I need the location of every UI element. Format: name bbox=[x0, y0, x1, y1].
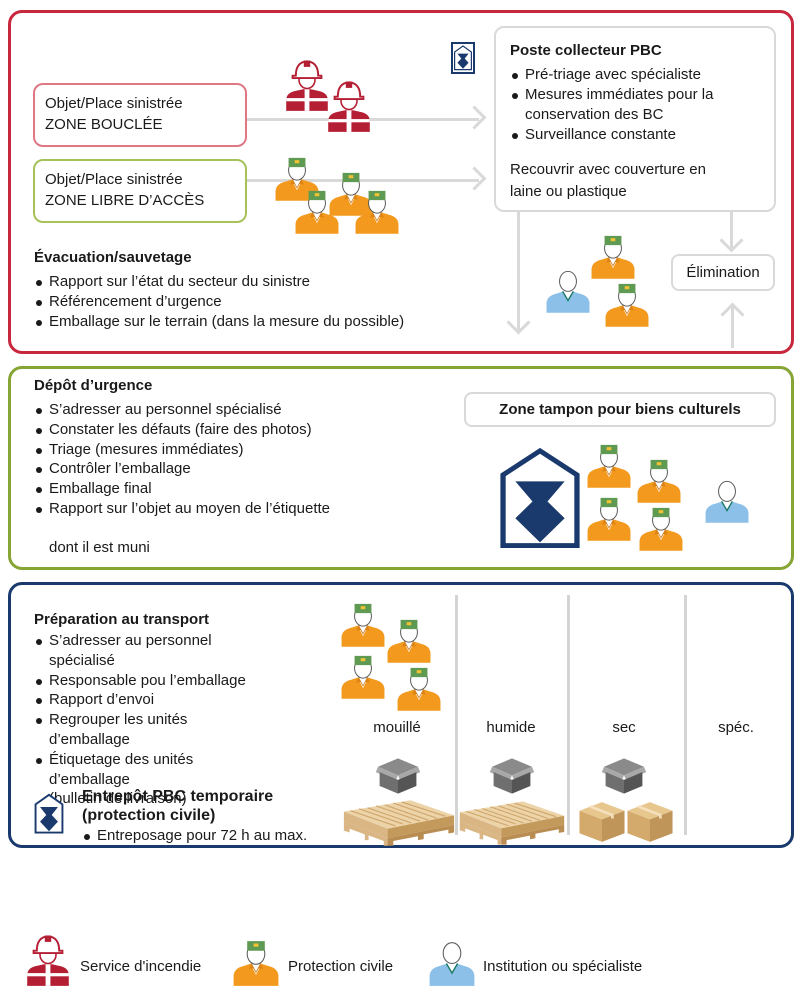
arrow-down-left bbox=[517, 212, 520, 330]
civil-protection-icon bbox=[232, 933, 280, 986]
buffer-zone-box: Zone tampon pour biens culturels bbox=[464, 392, 776, 427]
depot-list: S’adresser au personnel spécialisé Const… bbox=[32, 400, 330, 519]
column-label-dry: sec bbox=[612, 719, 636, 736]
warehouse-list: Entreposage pour 72 h au max. bbox=[80, 826, 307, 846]
specialist-icon bbox=[704, 472, 750, 523]
list-item: Rapport sur l’objet au moyen de l’étique… bbox=[32, 499, 330, 519]
collector-note-2: laine ou plastique bbox=[510, 183, 627, 200]
collector-list: Pré-triage avec spécialiste Mesures immé… bbox=[508, 65, 713, 105]
pbc-shield-icon bbox=[33, 792, 65, 836]
civil-protection-icon bbox=[636, 452, 682, 503]
warehouse-title-1: Entrepôt PBC temporaire bbox=[82, 788, 274, 805]
civil-protection-icon bbox=[604, 276, 650, 327]
firefighter-icon bbox=[325, 79, 373, 132]
pbc-shield-icon bbox=[496, 446, 584, 552]
column-separator bbox=[455, 595, 458, 835]
list-item: Triage (mesures immédiates) bbox=[32, 440, 330, 460]
collector-note-1: Recouvrir avec couverture en bbox=[510, 161, 706, 178]
civil-protection-icon bbox=[396, 660, 442, 711]
box-icon bbox=[601, 756, 647, 796]
civil-protection-icon bbox=[340, 596, 386, 647]
zone-free-line2: ZONE LIBRE D’ACCÈS bbox=[45, 192, 205, 209]
elimination-box: Élimination bbox=[671, 254, 775, 291]
specialist-icon bbox=[428, 933, 476, 986]
depot-title: Dépôt d’urgence bbox=[34, 377, 153, 394]
firefighter-icon bbox=[283, 58, 331, 111]
evacuation-title: Évacuation/sauvetage bbox=[34, 249, 192, 266]
civil-protection-icon bbox=[638, 500, 684, 551]
list-item: Responsable pou l’emballage bbox=[32, 671, 246, 691]
list-item: Surveillance constante bbox=[508, 125, 676, 145]
cardboard-box-icon bbox=[624, 800, 676, 844]
box-icon bbox=[375, 756, 421, 796]
pbc-shield-icon bbox=[453, 44, 473, 72]
list-item: Emballage sur le terrain (dans la mesure… bbox=[32, 312, 404, 332]
civil-protection-icon bbox=[386, 612, 432, 663]
evacuation-list: Rapport sur l’état du secteur du sinistr… bbox=[32, 272, 404, 331]
list-item: Rapport d’envoi bbox=[32, 690, 246, 710]
pallet-icon bbox=[342, 798, 456, 848]
list-item: Pré-triage avec spécialiste bbox=[508, 65, 713, 85]
legend-civil-protection: Protection civile bbox=[288, 958, 394, 975]
civil-protection-icon bbox=[340, 648, 386, 699]
zone-closed-line1: Objet/Place sinistrée bbox=[45, 95, 183, 112]
legend-fire-service: Service d'incendie bbox=[80, 958, 202, 975]
arrow-up-right bbox=[731, 306, 734, 348]
pallet-icon bbox=[458, 798, 566, 848]
collector-list-2: Surveillance constante bbox=[508, 125, 676, 145]
list-item: Mesures immédiates pour la bbox=[508, 85, 713, 105]
civil-protection-icon bbox=[294, 183, 340, 234]
arrow-down-right bbox=[730, 212, 733, 248]
list-item: Entreposage pour 72 h au max. bbox=[80, 826, 307, 846]
civil-protection-icon bbox=[354, 183, 400, 234]
column-separator bbox=[567, 595, 570, 835]
list-item: Emballage final bbox=[32, 479, 330, 499]
column-label-wet: mouillé bbox=[373, 719, 421, 736]
collector-box: Poste collecteur PBC Pré-triage avec spé… bbox=[494, 26, 776, 212]
zone-free-line1: Objet/Place sinistrée bbox=[45, 171, 183, 188]
list-item: Rapport sur l’état du secteur du sinistr… bbox=[32, 272, 404, 292]
zone-closed-line2: ZONE BOUCLÉE bbox=[45, 116, 163, 133]
transport-title: Préparation au transport bbox=[34, 611, 210, 628]
box-icon bbox=[489, 756, 535, 796]
list-item: Contrôler l’emballage bbox=[32, 459, 330, 479]
elimination-label: Élimination bbox=[686, 264, 760, 281]
list-item: S’adresser au personnel spécialisé bbox=[32, 400, 330, 420]
column-label-humid: humide bbox=[486, 719, 536, 736]
arrow-free-zone bbox=[247, 179, 479, 182]
pbc-badge bbox=[451, 42, 475, 74]
collector-item-cont: conservation des BC bbox=[525, 106, 664, 123]
list-item: Constater les défauts (faire des photos) bbox=[32, 420, 330, 440]
civil-protection-icon bbox=[590, 228, 636, 279]
buffer-zone-label: Zone tampon pour biens culturels bbox=[499, 401, 741, 418]
depot-item-cont: dont il est muni bbox=[49, 539, 150, 556]
collector-title: Poste collecteur PBC bbox=[510, 42, 662, 59]
zone-closed-box: Objet/Place sinistrée ZONE BOUCLÉE bbox=[33, 83, 247, 147]
zone-free-box: Objet/Place sinistrée ZONE LIBRE D’ACCÈS bbox=[33, 159, 247, 223]
column-label-special: spéc. bbox=[718, 719, 754, 736]
warehouse-title-2: (protection civile) bbox=[82, 807, 216, 824]
civil-protection-icon bbox=[586, 437, 632, 488]
column-separator bbox=[684, 595, 687, 835]
civil-protection-icon bbox=[586, 490, 632, 541]
list-item: Référencement d’urgence bbox=[32, 292, 404, 312]
cardboard-box-icon bbox=[576, 800, 628, 844]
legend-specialist: Institution ou spécialiste bbox=[483, 958, 643, 975]
specialist-icon bbox=[545, 262, 591, 313]
firefighter-icon bbox=[24, 933, 72, 986]
